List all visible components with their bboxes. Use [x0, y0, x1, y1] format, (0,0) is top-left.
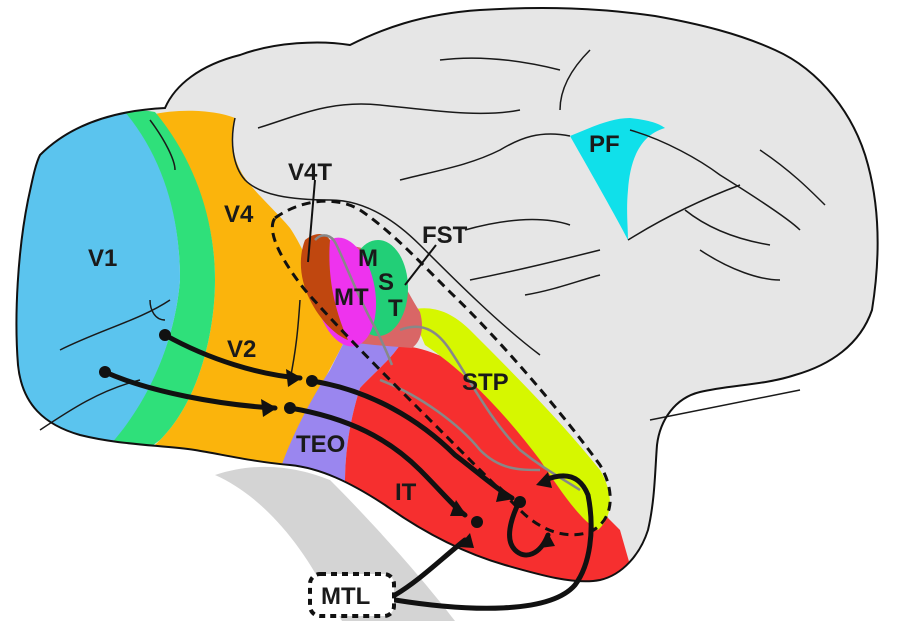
label-mtl: MTL — [321, 583, 370, 610]
label-mst-s: S — [378, 269, 394, 296]
label-v4: V4 — [224, 201, 254, 228]
label-v2: V2 — [227, 336, 256, 363]
label-fst: FST — [422, 222, 468, 249]
label-v1: V1 — [88, 245, 117, 272]
label-mt: MT — [334, 284, 369, 311]
label-v4t: V4T — [288, 159, 332, 186]
label-mst-t: T — [388, 295, 403, 322]
label-pf: PF — [589, 131, 620, 158]
label-it: IT — [395, 479, 417, 506]
label-mst-m: M — [358, 245, 378, 272]
label-teo: TEO — [296, 431, 345, 458]
label-stp: STP — [462, 369, 509, 396]
